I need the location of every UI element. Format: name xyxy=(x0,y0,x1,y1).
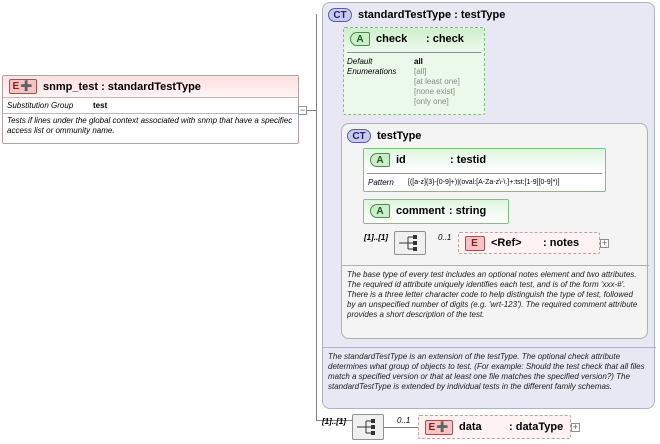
standard-test-type-title: standardTestType : testType xyxy=(358,9,506,21)
standard-test-type-box[interactable]: CT standardTestType : testType The stand… xyxy=(322,2,656,409)
test-type-sequence-cardinality: [1]..[1] xyxy=(364,233,388,242)
complex-type-icon: CT xyxy=(328,8,352,22)
id-pattern-value: [([a-z]{3}-[0-9]+)|(oval:[A-Za-z\-\.]+:t… xyxy=(408,179,560,186)
check-enum-2: [none exist] xyxy=(414,87,455,96)
id-attribute-name: id xyxy=(396,154,406,166)
id-attribute-box[interactable]: A id : testid Pattern [([a-z]{3}-[0-9]+)… xyxy=(363,148,606,192)
check-attribute-name: check xyxy=(376,33,408,45)
trunk-to-sequence xyxy=(316,420,352,421)
check-enum-1: [at least one] xyxy=(414,77,460,86)
substitution-group-label: Substitution Group xyxy=(7,101,74,110)
comment-attribute-type: : string xyxy=(448,205,487,217)
attribute-icon: A xyxy=(350,32,370,46)
data-element-name: data xyxy=(459,421,482,433)
notes-ref-type: : notes xyxy=(543,237,580,249)
root-element-title: snmp_test : standardTestType xyxy=(43,80,201,93)
id-pattern-label: Pattern xyxy=(368,178,394,187)
root-description: Tests if lines under the global context … xyxy=(7,116,293,135)
complex-type-icon: CT xyxy=(347,129,371,143)
check-attribute-box[interactable]: A check : check Default Enumerations all… xyxy=(343,27,485,115)
outer-sequence-cardinality: [1]..[1] xyxy=(322,417,346,426)
check-attribute-type: : check xyxy=(426,33,464,45)
trunk-to-ct xyxy=(308,110,316,111)
trunk-vertical xyxy=(316,14,317,421)
sequence-icon xyxy=(357,419,375,435)
expand-data-toggle[interactable]: + xyxy=(571,422,580,432)
check-default-value: all xyxy=(414,57,423,66)
comment-attribute-name: comment xyxy=(396,205,445,217)
notes-ref-name: <Ref> xyxy=(491,237,522,249)
test-type-title: testType xyxy=(377,130,422,142)
substitution-group-value: test xyxy=(93,101,108,110)
attribute-icon: A xyxy=(370,204,390,218)
notes-element-ref[interactable]: E <Ref> : notes xyxy=(458,232,600,254)
attribute-icon: A xyxy=(370,153,390,167)
data-element-type: : dataType xyxy=(509,421,564,433)
standard-test-type-description: The standardTestType is an extension of … xyxy=(328,352,645,391)
id-attribute-type: : testid xyxy=(450,154,487,166)
check-default-label: Default xyxy=(347,57,373,66)
data-element[interactable]: E➕ data : dataType xyxy=(418,415,571,439)
data-cardinality: 0..1 xyxy=(397,416,411,425)
root-element-box[interactable]: E➕ snmp_test : standardTestType Substitu… xyxy=(2,75,299,144)
sequence-compositor[interactable] xyxy=(394,231,426,255)
element-icon: E➕ xyxy=(425,419,453,435)
sequence-icon xyxy=(399,235,417,251)
sequence-compositor[interactable] xyxy=(352,414,384,440)
test-type-description: The base type of every test includes an … xyxy=(347,270,638,319)
element-icon: E➕ xyxy=(9,79,37,94)
collapse-toggle[interactable]: − xyxy=(298,105,307,115)
check-enumerations-label: Enumerations xyxy=(347,67,397,76)
expand-notes-toggle[interactable]: + xyxy=(600,238,609,248)
comment-attribute-box[interactable]: A comment : string xyxy=(363,199,509,224)
seq-to-data xyxy=(384,427,420,428)
check-enum-3: [only one] xyxy=(414,97,449,106)
element-icon: E xyxy=(465,235,485,251)
notes-cardinality: 0..1 xyxy=(438,233,452,242)
check-enum-0: [all] xyxy=(414,67,427,76)
